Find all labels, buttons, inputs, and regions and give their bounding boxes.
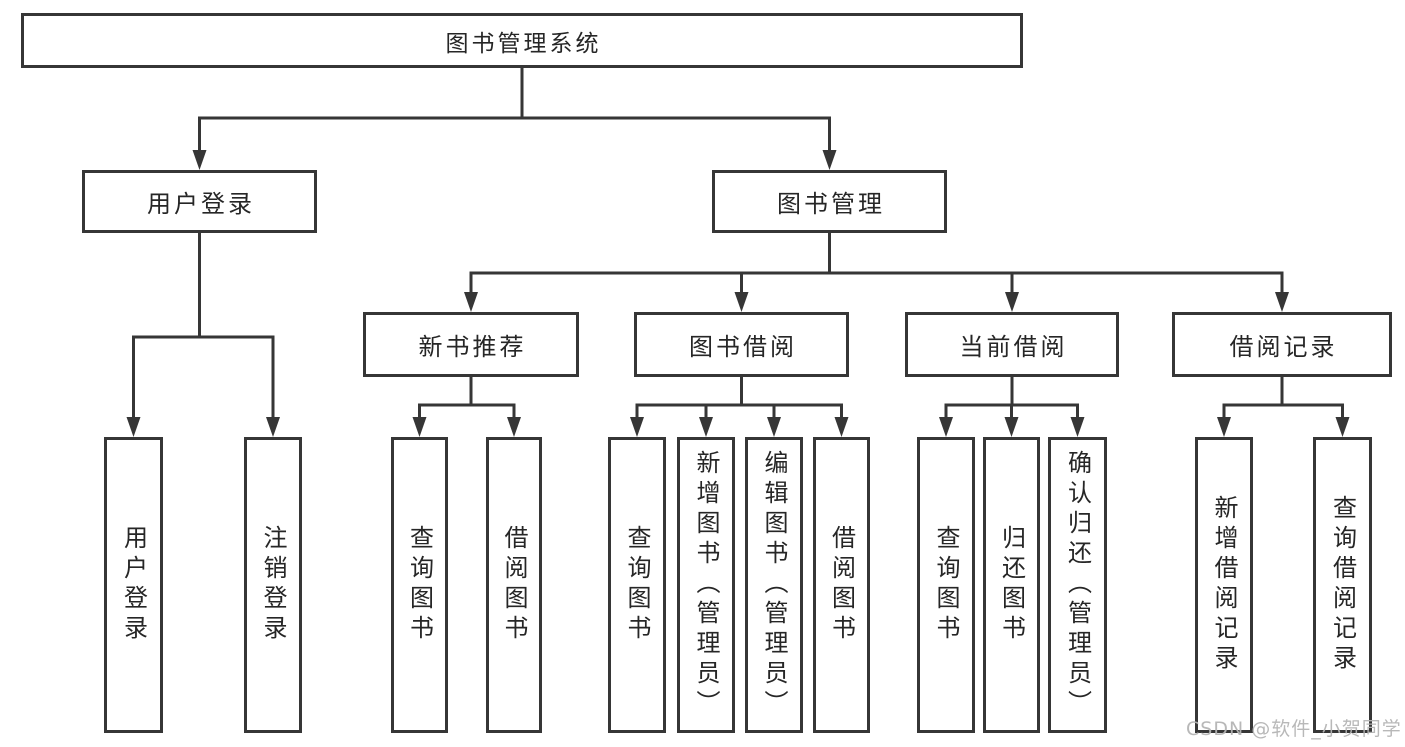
- node-label: 借阅记录: [1229, 333, 1338, 361]
- leaf-borrow-books-recommend: 借阅图书: [486, 437, 542, 733]
- leaf-return-book: 归还图书: [983, 437, 1040, 733]
- node-library-management-system: 图书管理系统: [21, 13, 1023, 68]
- node-borrowing-records: 借阅记录: [1172, 312, 1392, 377]
- leaf-query-borrow-record: 查询借阅记录: [1313, 437, 1372, 733]
- connector-root-to-level2: [192, 68, 837, 170]
- leaf-add-book-admin: 新增图书（管理员）: [677, 437, 735, 733]
- node-user-login: 用户登录: [82, 170, 317, 233]
- leaf-query-books-recommend: 查询图书: [391, 437, 448, 733]
- connector-current-borrowing-children: [939, 377, 1085, 437]
- node-label: 查询图书: [405, 525, 434, 645]
- node-label: 图书管理系统: [445, 30, 602, 57]
- node-label: 图书管理: [777, 190, 885, 218]
- node-label: 图书借阅: [689, 333, 797, 361]
- node-label: 注销登录: [259, 525, 287, 645]
- connector-user-login-children: [126, 233, 280, 437]
- node-label: 用户登录: [119, 525, 148, 645]
- connector-borrowing-records-children: [1217, 377, 1350, 437]
- node-book-management: 图书管理: [712, 170, 947, 233]
- node-new-book-recommendation: 新书推荐: [363, 312, 579, 377]
- leaf-user-login: 用户登录: [104, 437, 163, 733]
- node-book-borrowing: 图书借阅: [634, 312, 849, 377]
- node-current-borrowing: 当前借阅: [905, 312, 1119, 377]
- connector-book-management-to-level3: [464, 233, 1289, 312]
- node-label: 新增图书（管理员）: [692, 450, 720, 720]
- leaf-query-books-borrowing: 查询图书: [608, 437, 666, 733]
- node-label: 查询借阅记录: [1328, 495, 1357, 675]
- leaf-borrow-books-borrowing: 借阅图书: [813, 437, 870, 733]
- leaf-confirm-return-admin: 确认归还（管理员）: [1048, 437, 1107, 733]
- leaf-add-borrow-record: 新增借阅记录: [1195, 437, 1253, 733]
- node-label: 确认归还（管理员）: [1063, 450, 1092, 720]
- node-label: 当前借阅: [959, 333, 1068, 361]
- node-label: 借阅图书: [500, 525, 528, 645]
- node-label: 查询图书: [932, 525, 960, 645]
- leaf-edit-book-admin: 编辑图书（管理员）: [745, 437, 803, 733]
- node-label: 编辑图书（管理员）: [760, 450, 788, 720]
- connector-book-borrowing-children: [630, 377, 849, 437]
- leaf-logout: 注销登录: [244, 437, 302, 733]
- node-label: 用户登录: [147, 190, 255, 218]
- node-label: 借阅图书: [827, 525, 856, 645]
- connector-new-book-recommendation-children: [412, 377, 521, 437]
- node-label: 归还图书: [997, 525, 1026, 645]
- leaf-query-books-current: 查询图书: [917, 437, 975, 733]
- node-label: 查询图书: [623, 525, 651, 645]
- node-label: 新书推荐: [418, 333, 527, 361]
- node-label: 新增借阅记录: [1210, 495, 1238, 675]
- csdn-watermark: CSDN @软件_小贺同学: [1186, 718, 1402, 740]
